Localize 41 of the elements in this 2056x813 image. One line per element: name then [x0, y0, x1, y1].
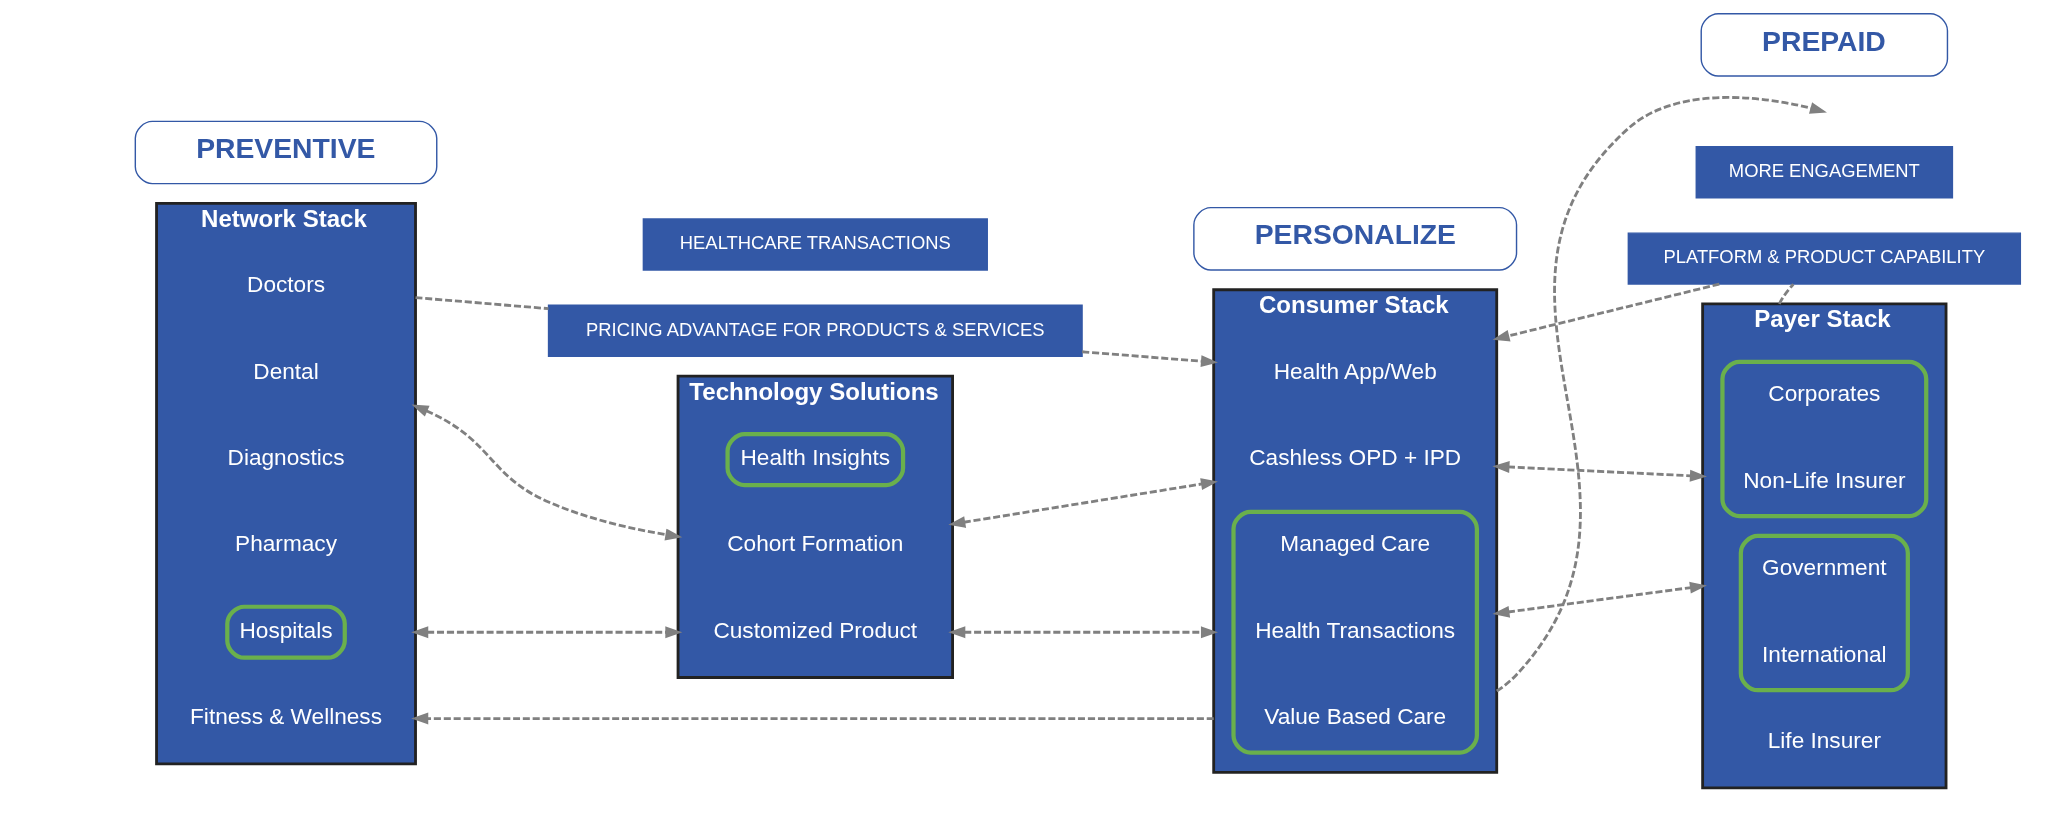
node-text: Government — [1762, 555, 1887, 581]
arrow — [1492, 581, 1707, 618]
node-text: International — [1762, 641, 1887, 667]
node-text: Health App/Web — [1273, 358, 1437, 384]
cluster — [1738, 533, 1910, 693]
node-text: Health Transactions — [1255, 617, 1456, 643]
node-box: PLATFORM & PRODUCT CAPABILITY — [1627, 232, 2022, 285]
node-text: Cohort Formation — [727, 531, 904, 557]
node-text: Corporates — [1768, 381, 1881, 407]
arrow — [1495, 96, 1827, 693]
node-box: PRICING ADVANTAGE FOR PRODUCTS & SERVICES — [547, 304, 1083, 357]
node-text: Non-Life Insurer — [1743, 467, 1906, 493]
node-box: PERSONALIZE — [1193, 206, 1518, 271]
arrow — [411, 626, 683, 639]
node-box: PREVENTIVE — [134, 120, 438, 185]
node-text: Customized Product — [713, 617, 918, 643]
cluster — [1720, 359, 1929, 519]
arrow — [1082, 350, 1218, 368]
node-text: Doctors — [247, 272, 326, 298]
node-text: Managed Care — [1280, 531, 1431, 557]
connector — [1778, 283, 1795, 305]
node-text: Life Insurer — [1767, 727, 1881, 753]
node-box: HEALTHCARE TRANSACTIONS — [642, 218, 988, 271]
arrow — [1492, 461, 1707, 482]
node-text: Diagnostics — [227, 444, 345, 470]
node-text: Fitness & Wellness — [190, 703, 383, 729]
arrow — [948, 478, 1218, 528]
node-box: Health Insights — [725, 431, 906, 488]
node-box: Hospitals — [225, 604, 347, 660]
node-text: Pharmacy — [235, 531, 337, 557]
arrow — [411, 404, 683, 541]
arrow — [411, 712, 1214, 725]
node-text: Dental — [253, 358, 319, 384]
node-text: Cashless OPD + IPD — [1249, 444, 1462, 470]
arrow — [1492, 282, 1720, 342]
node-box: MORE ENGAGEMENT — [1695, 146, 1954, 199]
arrow — [948, 626, 1218, 639]
node-text: Value Based Care — [1264, 703, 1447, 729]
cluster — [1231, 509, 1480, 755]
node-box: PREPAID — [1700, 13, 1949, 77]
connector — [415, 296, 549, 311]
